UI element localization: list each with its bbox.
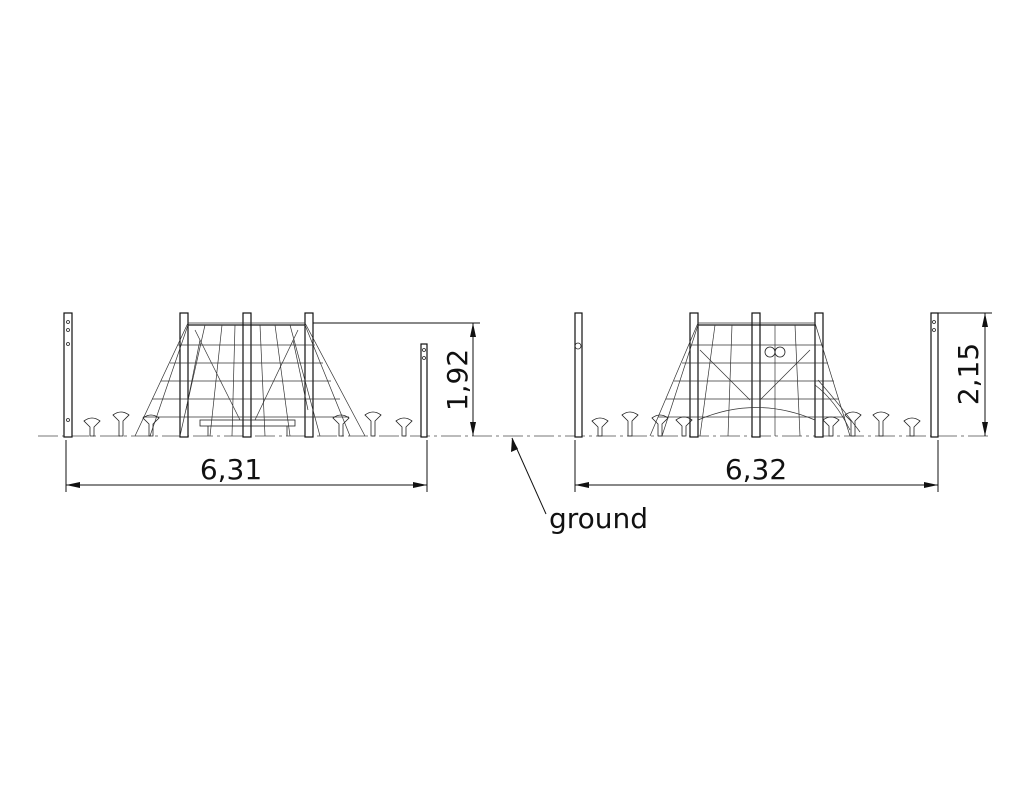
right-height-dimension bbox=[938, 312, 992, 436]
ground-label: ground bbox=[549, 502, 648, 535]
left-outer-post-left bbox=[63, 312, 73, 438]
left-width-label: 6,31 bbox=[200, 453, 262, 486]
right-center-post-3 bbox=[814, 312, 824, 438]
ground-leader bbox=[511, 437, 547, 515]
left-height-label: 1,92 bbox=[441, 349, 474, 411]
right-net-outline bbox=[649, 322, 851, 437]
right-stools bbox=[591, 411, 921, 437]
right-elevation-view bbox=[574, 312, 939, 438]
left-elevation-view bbox=[63, 312, 428, 438]
left-center-post-2 bbox=[242, 312, 252, 438]
right-width-dimension bbox=[574, 440, 939, 492]
right-height-label: 2,15 bbox=[952, 343, 985, 405]
left-net-outline bbox=[134, 322, 366, 437]
right-width-label: 6,32 bbox=[725, 453, 787, 486]
left-center-post-1 bbox=[179, 312, 189, 438]
right-outer-post-left bbox=[574, 312, 583, 438]
right-center-post-2 bbox=[751, 312, 761, 438]
left-center-post-3 bbox=[304, 312, 314, 438]
right-outer-post-right bbox=[930, 312, 939, 438]
left-width-dimension bbox=[65, 440, 428, 492]
left-bench bbox=[199, 419, 296, 427]
left-outer-post-right bbox=[420, 343, 428, 438]
right-center-post-1 bbox=[689, 312, 699, 438]
left-stools bbox=[83, 411, 413, 437]
left-height-dimension bbox=[313, 322, 480, 436]
